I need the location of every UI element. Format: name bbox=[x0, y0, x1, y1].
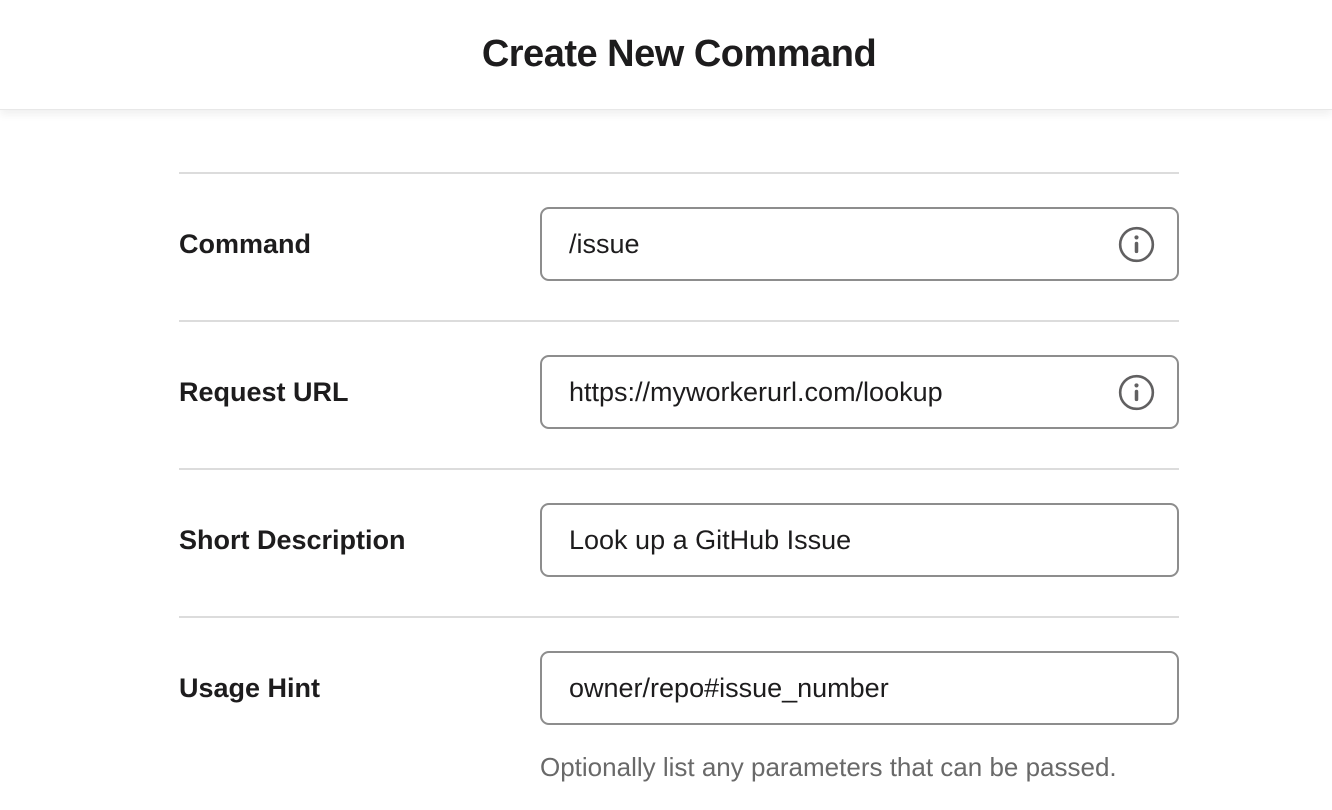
form-row-command: Command bbox=[179, 172, 1179, 320]
command-input[interactable] bbox=[540, 207, 1179, 281]
usage-hint-input-wrap: Optionally list any parameters that can … bbox=[540, 651, 1179, 783]
info-icon[interactable] bbox=[1118, 374, 1155, 411]
short-description-input-wrap bbox=[540, 503, 1179, 577]
request-url-input-wrap bbox=[540, 355, 1179, 429]
field-label-request-url: Request URL bbox=[179, 377, 349, 407]
form-row-usage-hint: Usage Hint Optionally list any parameter… bbox=[179, 616, 1179, 810]
short-description-input[interactable] bbox=[540, 503, 1179, 577]
field-label-command: Command bbox=[179, 229, 312, 259]
usage-hint-help-text: Optionally list any parameters that can … bbox=[540, 752, 1117, 782]
form-row-request-url: Request URL bbox=[179, 320, 1179, 468]
field-label-usage-hint: Usage Hint bbox=[179, 673, 321, 703]
page-title: Create New Command bbox=[481, 33, 877, 75]
form-row-short-description: Short Description bbox=[179, 468, 1179, 616]
field-label-short-description: Short Description bbox=[179, 525, 406, 555]
command-form: Command Request URL Short Description bbox=[179, 110, 1179, 810]
page-header: Create New Command bbox=[0, 0, 1332, 110]
command-input-wrap bbox=[540, 207, 1179, 281]
request-url-input[interactable] bbox=[540, 355, 1179, 429]
info-icon[interactable] bbox=[1118, 226, 1155, 263]
usage-hint-input[interactable] bbox=[540, 651, 1179, 725]
